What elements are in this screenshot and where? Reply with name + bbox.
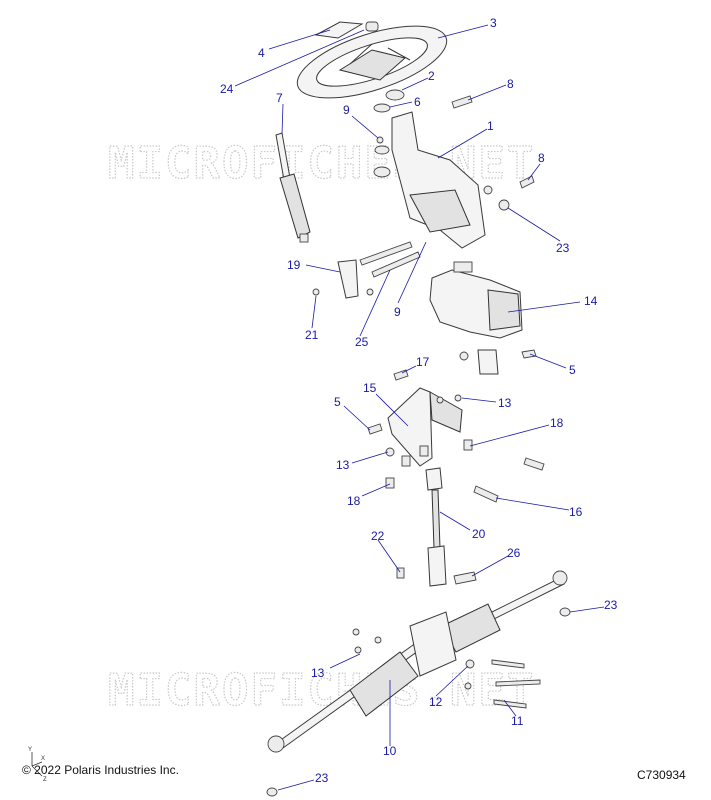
callout-11[interactable]: 11 xyxy=(511,714,524,728)
callout-4[interactable]: 4 xyxy=(258,46,265,60)
callout-13-mid[interactable]: 13 xyxy=(336,458,350,472)
upper-ujoint-part xyxy=(312,259,374,299)
callout-19[interactable]: 19 xyxy=(287,258,301,272)
callout-24[interactable]: 24 xyxy=(220,82,234,96)
callout-9-upper[interactable]: 9 xyxy=(343,103,350,117)
callout-13-lower[interactable]: 13 xyxy=(311,666,325,680)
wheel-cap-part xyxy=(314,21,379,39)
callout-25[interactable]: 25 xyxy=(355,335,369,349)
gas-strut-part xyxy=(275,132,311,243)
callout-15[interactable]: 15 xyxy=(363,381,377,395)
callout-12[interactable]: 12 xyxy=(429,695,443,709)
callout-20[interactable]: 20 xyxy=(472,527,486,541)
callout-23-lower[interactable]: 23 xyxy=(315,771,329,785)
callout-17[interactable]: 17 xyxy=(416,355,430,369)
callout-5-upper[interactable]: 5 xyxy=(569,363,576,377)
callout-8-lower[interactable]: 8 xyxy=(538,151,545,165)
axis-z-label: Z xyxy=(43,777,47,783)
leader-lines xyxy=(234,24,605,791)
callout-16[interactable]: 16 xyxy=(569,505,583,519)
callout-2[interactable]: 2 xyxy=(428,69,435,83)
callout-9-lower[interactable]: 9 xyxy=(394,305,401,319)
callout-3[interactable]: 3 xyxy=(490,16,497,30)
column-bracket-part xyxy=(373,95,535,249)
callout-21[interactable]: 21 xyxy=(305,328,319,342)
callout-labels: 1 2 3 4 5 5 6 7 8 8 9 9 10 11 12 13 13 1… xyxy=(220,16,618,785)
callout-7[interactable]: 7 xyxy=(276,91,283,105)
callout-1[interactable]: 1 xyxy=(487,119,494,133)
drawing-id: C730934 xyxy=(637,768,686,782)
power-steering-unit-part xyxy=(429,261,537,375)
callout-14[interactable]: 14 xyxy=(584,294,598,308)
copyright-text: © 2022 Polaris Industries Inc. xyxy=(22,763,179,777)
axis-y-label: Y xyxy=(28,747,32,753)
callout-26[interactable]: 26 xyxy=(507,546,521,560)
callout-6[interactable]: 6 xyxy=(414,95,421,109)
long-bolts-part xyxy=(359,241,421,278)
callout-5-lower[interactable]: 5 xyxy=(334,395,341,409)
steering-wheel-part xyxy=(296,25,448,99)
callout-23-mid[interactable]: 23 xyxy=(604,598,618,612)
axis-x-label: X xyxy=(41,756,45,762)
callout-18-upper[interactable]: 18 xyxy=(550,416,564,430)
callout-18-lower[interactable]: 18 xyxy=(347,494,361,508)
callout-23-upper[interactable]: 23 xyxy=(556,241,570,255)
steering-rack-part xyxy=(266,570,571,797)
watermark-lower: MICROFICHES.NET xyxy=(108,665,535,716)
callout-8-upper[interactable]: 8 xyxy=(507,77,514,91)
callout-22[interactable]: 22 xyxy=(371,529,385,543)
callout-10[interactable]: 10 xyxy=(383,744,397,758)
intermediate-shaft-part xyxy=(396,467,477,587)
mount-bracket-part xyxy=(367,369,545,503)
callout-13-upper[interactable]: 13 xyxy=(498,396,512,410)
wheel-nut-part xyxy=(373,89,405,144)
axis-triad: Y X Z xyxy=(28,747,47,783)
